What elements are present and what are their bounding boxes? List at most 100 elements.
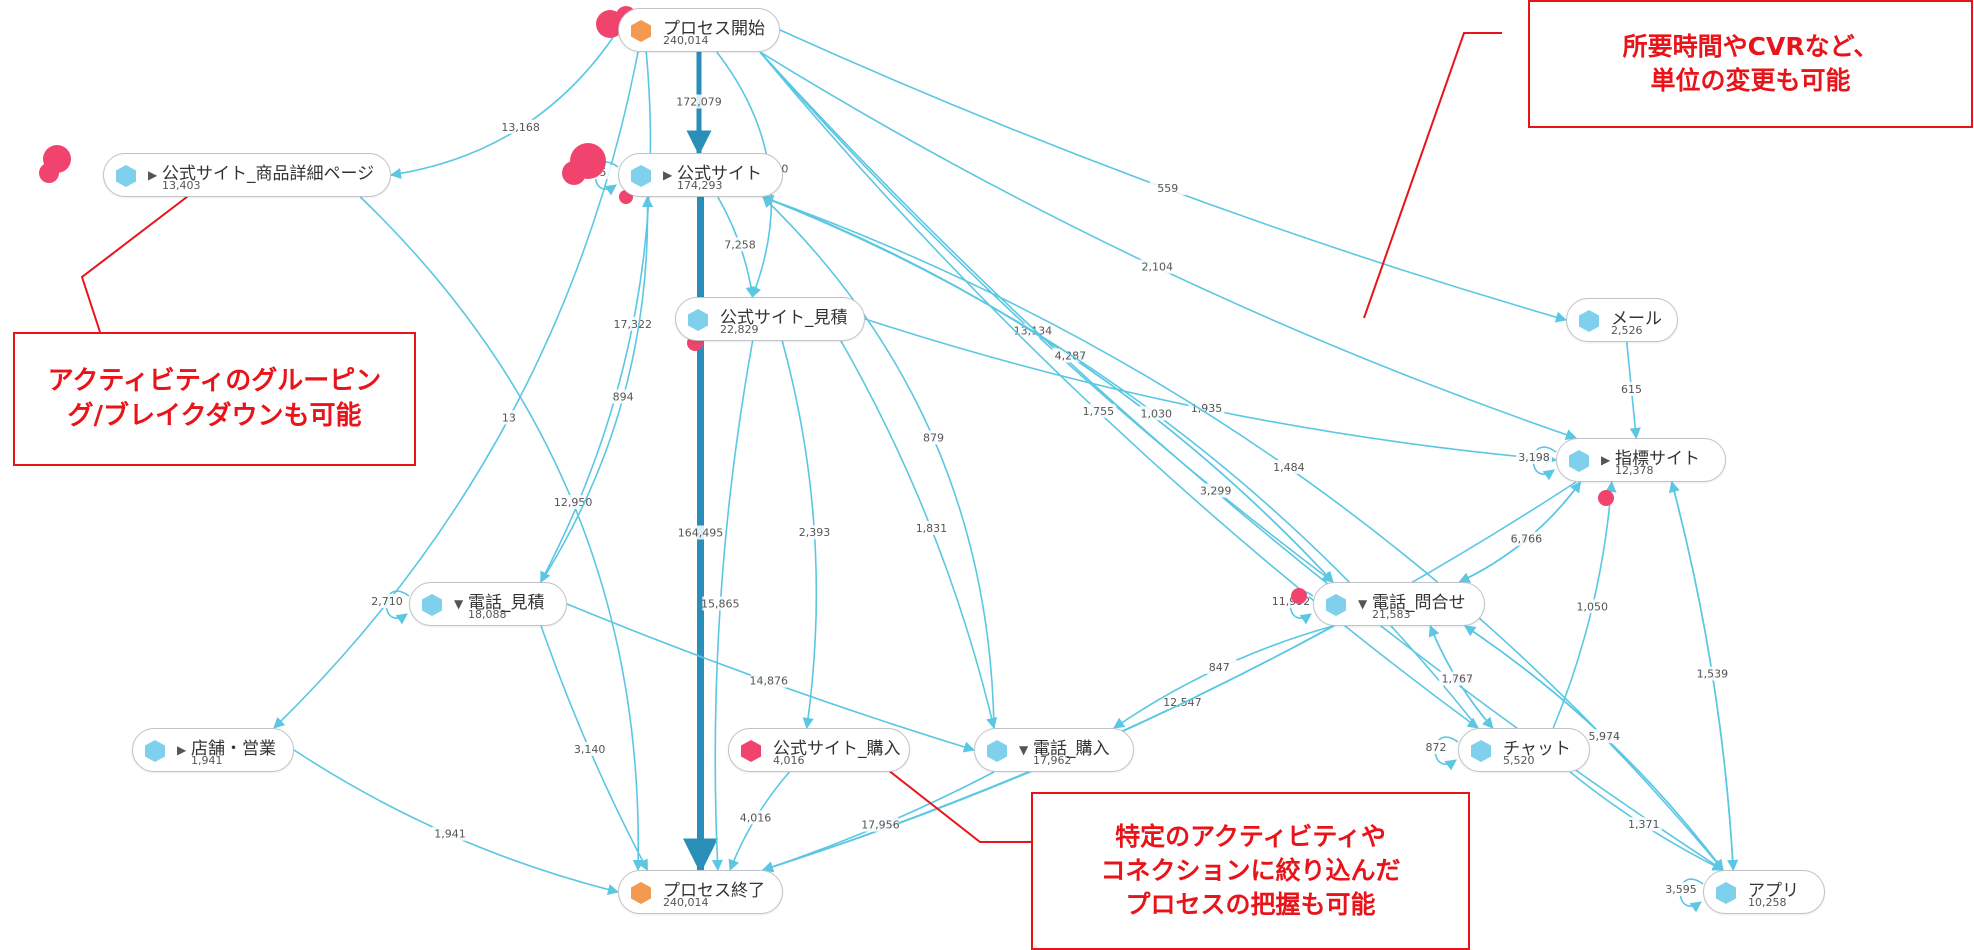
node-label: 公式サイト_商品詳細ページ — [162, 164, 375, 184]
edge-value-label: 2,104 — [1142, 261, 1174, 274]
edge-value-label: 3,140 — [574, 743, 606, 756]
edge-label-bg — [913, 520, 950, 535]
edge-label-bg — [1625, 817, 1662, 832]
edge-telbuy-to-site[interactable] — [762, 196, 995, 729]
edge-start-to-compare[interactable] — [759, 51, 1578, 441]
activity-hex-icon — [145, 740, 165, 762]
edge-label-bg — [1508, 531, 1545, 546]
node-label: 公式サイト — [677, 164, 762, 184]
edge-value-label: 1,484 — [1273, 461, 1305, 474]
activity-hex-icon — [1471, 740, 1491, 762]
edge-label-bg — [571, 741, 608, 756]
bottleneck-markers — [39, 6, 1614, 764]
edge-value-label: 1,371 — [1628, 818, 1660, 831]
node-count: 12,378 — [1615, 464, 1654, 477]
edge-value-label: 2,710 — [371, 595, 403, 608]
activity-hex-icon — [1716, 882, 1736, 904]
edge-value-label: 164,495 — [678, 527, 724, 540]
edge-label-bg — [737, 810, 774, 825]
node-count: 18,088 — [468, 608, 507, 621]
node-label: 公式サイト_見積 — [720, 308, 848, 328]
edge-label-bg — [1080, 403, 1117, 418]
bottleneck-marker — [39, 163, 59, 183]
edge-value-label: 1,030 — [1141, 407, 1173, 420]
expand-toggle-icon[interactable]: ▶ — [663, 168, 673, 182]
edge-value-label: 2,393 — [799, 526, 831, 539]
node-count: 240,014 — [663, 896, 709, 909]
edge-label-bg — [750, 673, 787, 688]
node-count: 17,962 — [1033, 754, 1072, 767]
edge-telinq-to-site[interactable] — [761, 195, 1334, 583]
node-label: 公式サイト_購入 — [773, 739, 901, 759]
edge-value-label: 17,956 — [861, 819, 900, 832]
edge-quote-to-compare[interactable] — [864, 318, 1558, 465]
callout-line: プロセスの把握も可能 — [1125, 889, 1376, 919]
callout-line: アクティビティのグルーピン — [47, 365, 382, 396]
callout-leader — [80, 189, 197, 333]
edge-start-to-mail[interactable] — [779, 29, 1568, 323]
node-count: 13,403 — [162, 179, 201, 192]
collapse-toggle-icon[interactable]: ▼ — [1019, 743, 1029, 757]
edge-value-label: 559 — [1157, 182, 1178, 195]
edge-site-to-telinq[interactable] — [762, 196, 1334, 583]
edge-value-label: 4,287 — [1055, 349, 1087, 362]
edge-value-label: 3,198 — [1518, 451, 1550, 464]
node-count: 21,583 — [1372, 608, 1411, 621]
expand-toggle-icon[interactable]: ▶ — [148, 168, 158, 182]
edge-label-bg — [682, 525, 719, 540]
expand-toggle-icon[interactable]: ▶ — [1601, 453, 1611, 467]
edge-label-bg — [1613, 382, 1650, 396]
edge-value-label: 4,016 — [740, 811, 772, 824]
node-label: メール — [1611, 309, 1662, 329]
collapse-toggle-icon[interactable]: ▼ — [1358, 597, 1368, 611]
edge-value-label: 1,935 — [1191, 402, 1223, 415]
edge-value-label: 14,876 — [750, 675, 789, 688]
activity-hex-icon — [1326, 594, 1346, 616]
node-label: チャット — [1503, 739, 1571, 759]
edge-label-bg — [1139, 259, 1176, 274]
edge-value-label: 615 — [1621, 383, 1642, 396]
edge-label-bg — [1188, 401, 1225, 416]
edge-label-bg — [1270, 459, 1307, 474]
edge-store-to-end[interactable] — [293, 749, 620, 895]
edge-value-label: 7,258 — [724, 238, 756, 251]
edge-chat-to-site[interactable] — [761, 195, 1479, 729]
callout-leader — [887, 769, 1031, 843]
edge-telinq-to-telbuy[interactable] — [1113, 625, 1334, 729]
expand-toggle-icon[interactable]: ▶ — [177, 743, 187, 757]
edge-label-bg — [721, 237, 758, 252]
edge-detail-to-end[interactable] — [359, 196, 644, 872]
edge-value-label: 13 — [502, 411, 516, 424]
node-count: 4,016 — [773, 754, 805, 767]
end-hex-icon — [631, 882, 651, 904]
activity-hex-icon — [987, 740, 1007, 762]
edge-label-bg — [1574, 599, 1611, 614]
start-hex-icon — [631, 20, 651, 42]
node-label: 店舗・営業 — [191, 739, 276, 759]
node-label: 電話_購入 — [1033, 739, 1110, 759]
edge-label-bg — [915, 430, 952, 445]
activity-hex-icon — [741, 740, 761, 762]
collapse-toggle-icon[interactable]: ▼ — [454, 597, 464, 611]
edge-label-bg — [862, 817, 899, 832]
node-count: 10,258 — [1748, 896, 1787, 909]
edge-value-label: 879 — [923, 432, 944, 445]
callout-line: グ/ブレイクダウンも可能 — [67, 401, 362, 431]
edge-label-bg — [490, 410, 527, 425]
activity-hex-icon — [631, 165, 651, 187]
node-count: 174,293 — [677, 179, 723, 192]
